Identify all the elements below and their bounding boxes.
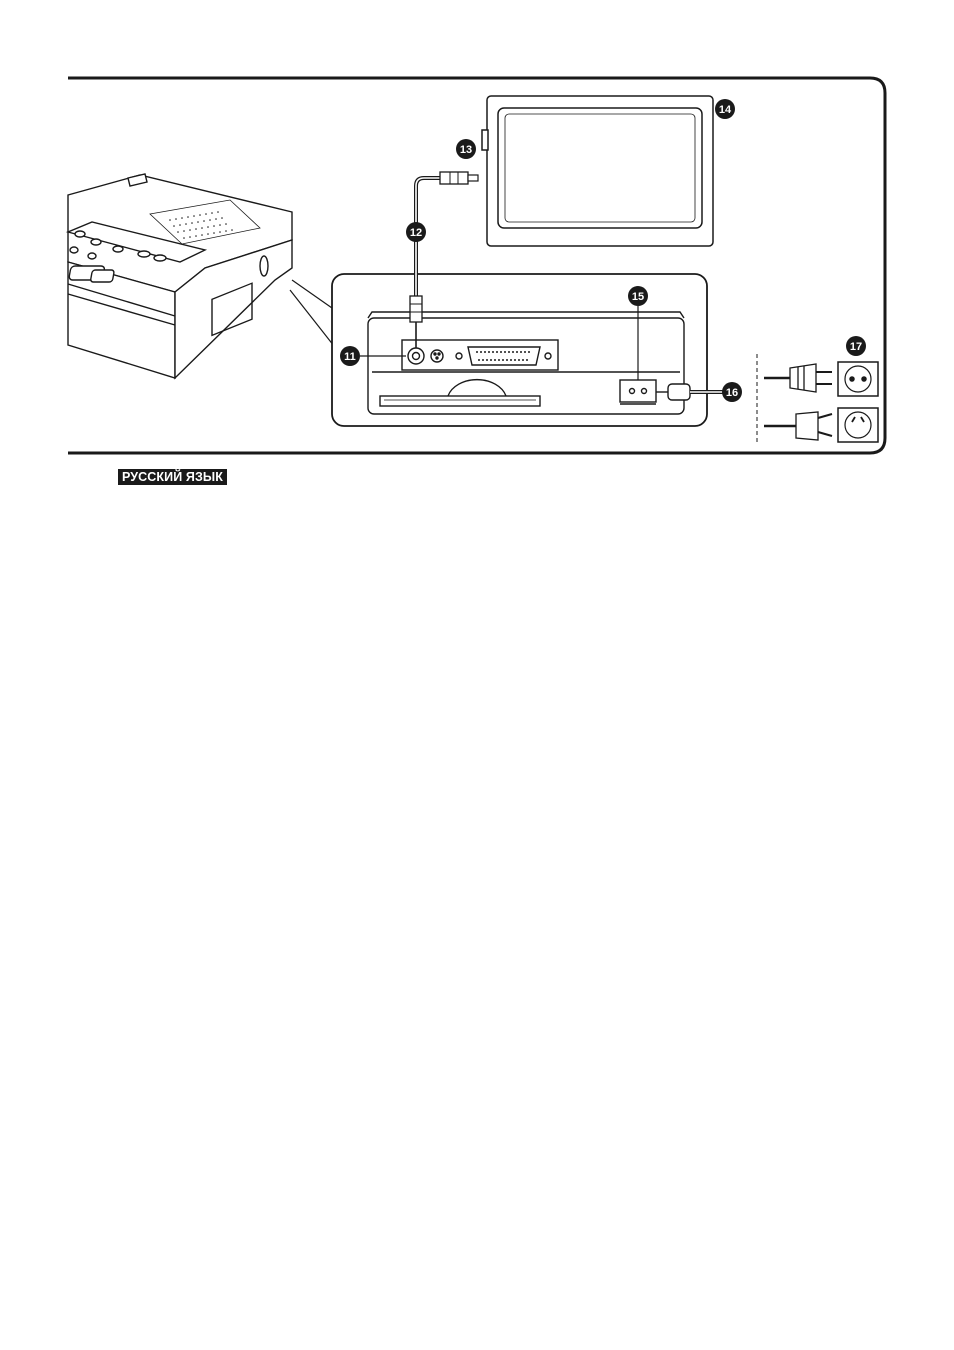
outlet-type-b	[838, 408, 878, 442]
svg-text:14: 14	[719, 104, 732, 116]
plug-type-b	[764, 412, 832, 440]
svg-text:17: 17	[850, 341, 862, 353]
tv-screen	[498, 108, 702, 228]
callout-12: 12	[406, 222, 426, 242]
callout-17: 17	[846, 336, 866, 356]
callout-14: 14	[715, 99, 735, 119]
callout-11: 11	[340, 346, 360, 366]
svg-text:15: 15	[632, 291, 644, 303]
language-badge: РУССКИЙ ЯЗЫК	[118, 469, 227, 485]
svg-text:13: 13	[460, 144, 472, 156]
printer-unit	[68, 174, 292, 378]
svg-text:12: 12	[410, 227, 422, 239]
zoom-lines	[290, 280, 334, 346]
outlet-type-a	[838, 362, 878, 396]
callout-13: 13	[456, 139, 476, 159]
ac-inlet	[620, 380, 656, 402]
callout-15: 15	[628, 286, 648, 306]
s-video-jack	[431, 350, 443, 362]
svg-text:16: 16	[726, 387, 738, 399]
callout-16: 16	[722, 382, 742, 402]
plug-type-a	[764, 364, 832, 392]
television	[482, 96, 713, 246]
svg-text:11: 11	[344, 351, 356, 363]
